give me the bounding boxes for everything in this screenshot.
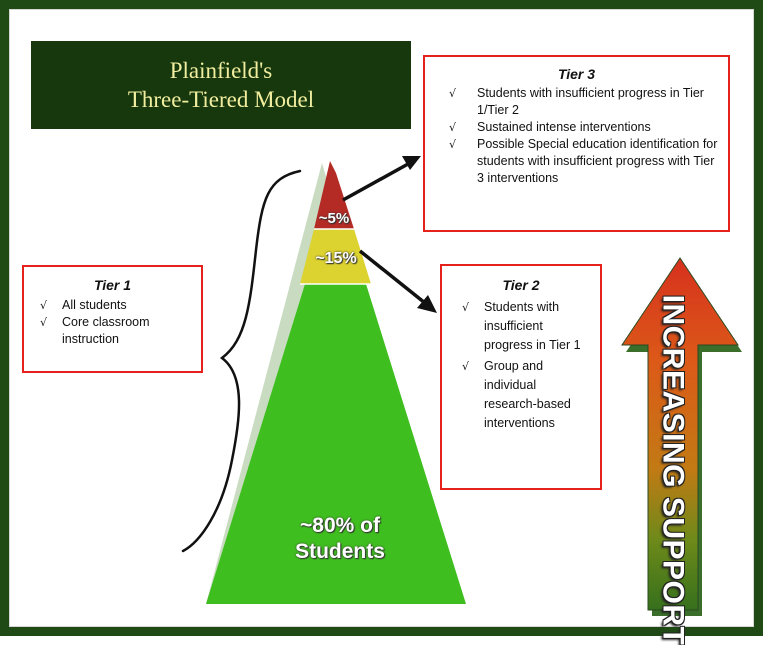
pyramid-base-segment (206, 284, 466, 604)
check-mark-icon: √ (462, 360, 470, 373)
tier3-connector-arrow (342, 156, 421, 202)
tier3-list: √ Students with insufficient progress in … (433, 85, 720, 187)
list-item: √ Sustained intense interventions (433, 119, 720, 136)
inner-border (9, 9, 754, 627)
list-item: √ Students with insufficient progress in … (450, 298, 592, 355)
list-item-text: All students (62, 298, 127, 312)
pyramid-middle-segment (300, 229, 371, 284)
list-item-text: Core classroom instruction (62, 315, 150, 346)
check-mark-icon: √ (40, 299, 48, 312)
pyramid-bottom-label-line1: ~80% of (300, 514, 380, 537)
increasing-support-arrow (621, 257, 742, 616)
tier1-box: Tier 1 √ All students √ Core classroom ins… (22, 265, 203, 373)
list-item-text: Possible Special education identificatio… (477, 137, 718, 185)
list-item-text: Students with insufficient progress in T… (484, 300, 581, 352)
check-mark-icon: √ (449, 138, 457, 151)
list-item: √ Students with insufficient progress in … (433, 85, 720, 119)
tier2-box: Tier 2 √ Students with insufficient progr… (440, 264, 602, 490)
tier2-list: √ Students with insufficient progress in … (450, 298, 592, 433)
pyramid-bottom-label-line2: Students (295, 540, 385, 563)
tier1-title: Tier 1 (93, 277, 132, 293)
title-line-1: Plainfield's (169, 58, 273, 83)
check-mark-icon: √ (40, 316, 48, 329)
check-mark-icon: √ (449, 87, 457, 100)
title-banner: Plainfield's Three-Tiered Model (31, 41, 411, 129)
check-mark-icon: √ (449, 121, 457, 134)
title-line-2: Three-Tiered Model (127, 87, 315, 112)
list-item-text: Students with insufficient progress in T… (477, 86, 704, 117)
pyramid-top-segment (314, 161, 354, 229)
tier1-brace (181, 169, 302, 553)
tier1-list: √ All students √ Core classroom instructio… (32, 297, 193, 348)
pyramid-top-label: ~5% (318, 210, 350, 227)
tier3-title: Tier 3 (557, 66, 596, 82)
tier2-connector-arrow (358, 249, 437, 313)
pyramid-bottom-label: ~80% of Students (250, 513, 430, 565)
list-item: √ All students (32, 297, 193, 314)
list-item-text: Group and individual research-based inte… (484, 359, 571, 430)
list-item: √ Possible Special education identificati… (433, 136, 720, 187)
check-mark-icon: √ (462, 301, 470, 314)
list-item-text: Sustained intense interventions (477, 120, 651, 134)
list-item: √ Group and individual research-based int… (450, 357, 592, 433)
pyramid-shadow (206, 163, 330, 604)
tier2-title: Tier 2 (502, 277, 540, 293)
list-item: √ Core classroom instruction (32, 314, 193, 348)
tier3-box: Tier 3 √ Students with insufficient progr… (423, 55, 730, 232)
pyramid-middle-label: ~15% (315, 250, 357, 267)
